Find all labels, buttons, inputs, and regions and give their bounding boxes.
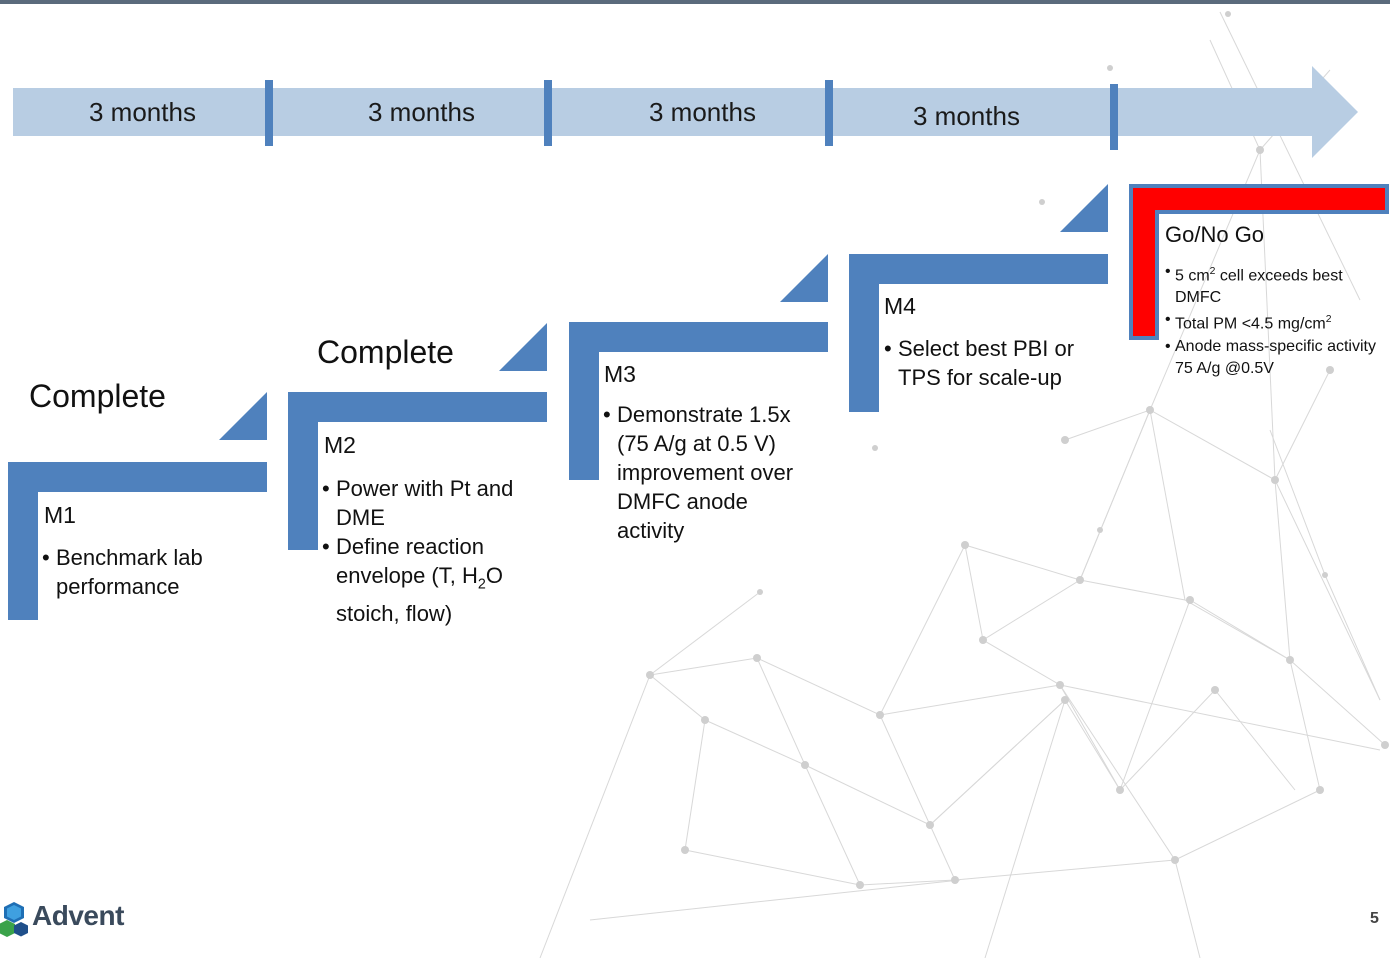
timeline-segment-label: 3 months: [368, 97, 475, 127]
m2-bullets: Power with Pt and DME Define reaction en…: [322, 474, 537, 628]
m3-bullet: Demonstrate 1.5x (75 A/g at 0.5 V) impro…: [603, 400, 818, 545]
step-triangle: [780, 254, 828, 302]
gonogo-bullet: Anode mass-specific activity 75 A/g @0.5…: [1165, 336, 1387, 380]
m1-status: Complete: [29, 378, 166, 414]
timeline-divider: [1110, 84, 1118, 150]
step-triangle: [219, 392, 267, 440]
m2-bullet: Power with Pt and DME: [322, 474, 537, 532]
m4-title: M4: [884, 293, 916, 319]
step-triangle: [499, 323, 547, 371]
step-m4: [849, 254, 1108, 412]
timeline-arrow: [13, 66, 1358, 158]
timeline-segment-label: 3 months: [649, 97, 756, 127]
m2-title: M2: [324, 432, 356, 458]
m3-bullets: Demonstrate 1.5x (75 A/g at 0.5 V) impro…: [603, 400, 818, 545]
gonogo-title: Go/No Go: [1165, 222, 1265, 247]
gonogo-bullet: Total PM <4.5 mg/cm2: [1165, 309, 1387, 335]
logo-text: Advent: [32, 900, 124, 931]
top-border: [0, 0, 1390, 4]
page-number: 5: [1370, 910, 1379, 927]
timeline-divider: [265, 80, 273, 146]
step-m1: [8, 462, 267, 620]
gonogo-bullet: 5 cm2 cell exceeds best DMFC: [1165, 261, 1387, 309]
m2-status: Complete: [317, 334, 454, 370]
gonogo-bullets: 5 cm2 cell exceeds best DMFC Total PM <4…: [1165, 261, 1387, 380]
m1-bullet: Benchmark lab performance: [42, 543, 257, 601]
m3-title: M3: [604, 361, 636, 387]
timeline-divider: [825, 80, 833, 146]
timeline-segment-label: 3 months: [913, 101, 1020, 131]
step-m2: [288, 392, 547, 550]
m1-title: M1: [44, 502, 76, 528]
network-nodes: [646, 11, 1389, 889]
gonogo-bracket: [1129, 184, 1389, 340]
advent-logo: Advent: [0, 896, 130, 952]
m4-bullet: Select best PBI or TPS for scale-up: [884, 334, 1094, 392]
timeline-divider: [544, 80, 552, 146]
m4-bullets: Select best PBI or TPS for scale-up: [884, 334, 1094, 392]
timeline-segment-label: 3 months: [89, 97, 196, 127]
m2-bullet: Define reaction envelope (T, H2O stoich,…: [322, 532, 537, 628]
hexagon-logo-icon: [0, 902, 28, 937]
m1-bullets: Benchmark lab performance: [42, 543, 257, 601]
step-triangle: [1060, 184, 1108, 232]
step-m3: [569, 322, 828, 480]
